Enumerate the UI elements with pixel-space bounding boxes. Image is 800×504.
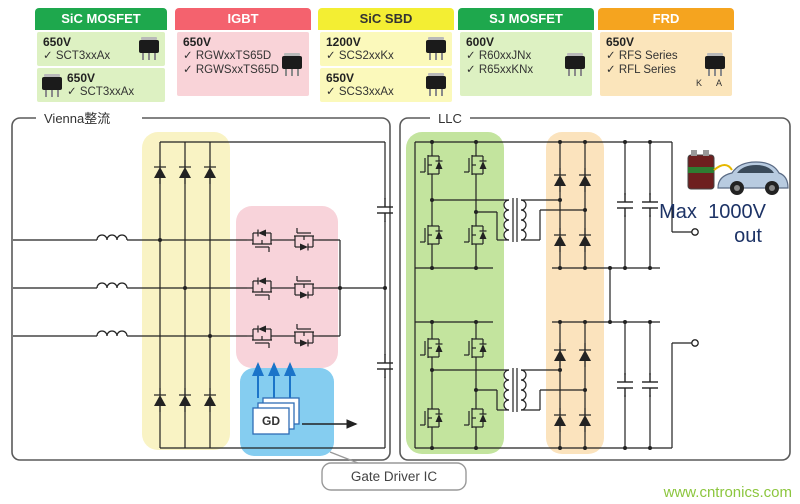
vienna-diode-region <box>142 132 230 450</box>
voltage-label: 650V <box>326 71 355 85</box>
llc-junction-dots <box>430 140 652 450</box>
package-icon <box>426 73 446 96</box>
card-title-frd: FRD <box>598 8 734 30</box>
package-icon <box>282 53 302 76</box>
llc-transformers <box>503 197 527 413</box>
output-max-label: Max <box>659 201 697 223</box>
part-number: ✓ SCS3xxAx <box>326 86 394 98</box>
output-voltage-label: 1000V <box>708 201 766 223</box>
output-rating: Max 1000V out <box>659 201 766 247</box>
voltage-label: 650V <box>183 35 212 49</box>
gate-driver-ic-label: Gate Driver IC <box>351 469 438 484</box>
voltage-label: 650V <box>606 35 635 49</box>
product-card-igbt: IGBT 650V ✓ RGWxxTS65D ✓ RGWSxxTS65D <box>175 8 311 98</box>
llc-rectifier-region <box>546 132 604 454</box>
card-row: 650V ✓ RGWxxTS65D ✓ RGWSxxTS65D <box>177 32 309 96</box>
gd-label: GD <box>262 414 280 428</box>
product-card-sic-sbd: SiC SBD 1200V ✓ SCS2xxKx 650V ✓ SCS3xxAx <box>318 8 454 104</box>
product-card-sic-mosfet: SiC MOSFET 650V ✓ SCT3xxAx 650V ✓ SCT3xx… <box>35 8 167 104</box>
gate-driver-ic-stack: GD <box>252 397 300 435</box>
package-icon <box>139 37 159 60</box>
card-title-sic-mosfet: SiC MOSFET <box>35 8 167 30</box>
vienna-block-border <box>11 117 391 461</box>
part-number: ✓ RFS Series <box>606 50 678 62</box>
card-row: 600V ✓ R60xxJNx ✓ R65xxKNx <box>460 32 592 96</box>
package-icon <box>705 53 725 76</box>
output-terminals <box>691 228 699 347</box>
card-row: 650V ✓ RFS Series ✓ RFL Series K A <box>600 32 732 96</box>
product-card-frd: FRD 650V ✓ RFS Series ✓ RFL Series K A <box>598 8 734 98</box>
part-number: ✓ RGWSxxTS65D <box>183 64 279 76</box>
part-number: ✓ SCT3xxAx <box>43 50 111 62</box>
card-title-igbt: IGBT <box>175 8 311 30</box>
part-number: ✓ RFL Series <box>606 64 676 76</box>
output-out-label: out <box>734 225 762 247</box>
block-labels: Vienna整流 LLC <box>36 111 470 126</box>
llc-label: LLC <box>438 111 462 126</box>
pin-labels: K A <box>695 78 728 88</box>
package-icon <box>42 74 62 97</box>
gate-driver-callout: Gate Driver IC <box>321 451 467 491</box>
voltage-label: 650V <box>67 71 96 85</box>
llc-block-border <box>399 117 791 461</box>
watermark: www.cntronics.com <box>663 484 792 501</box>
voltage-label: 600V <box>466 35 495 49</box>
voltage-label: 1200V <box>326 35 361 49</box>
product-card-sj-mosfet: SJ MOSFET 600V ✓ R60xxJNx ✓ R65xxKNx <box>458 8 594 98</box>
llc-bridge-region <box>406 132 504 454</box>
voltage-label: 650V <box>43 35 72 49</box>
vienna-junction-dots <box>158 238 387 338</box>
gate-driver-arrows <box>252 362 358 429</box>
vienna-label: Vienna整流 <box>44 111 110 126</box>
part-number: ✓ SCT3xxAx <box>67 86 135 98</box>
card-title-sj-mosfet: SJ MOSFET <box>458 8 594 30</box>
part-number: ✓ SCS2xxKx <box>326 50 394 62</box>
card-row: 650V ✓ SCS3xxAx <box>320 68 452 102</box>
package-icon <box>426 37 446 60</box>
llc-output-capacitors <box>616 192 659 398</box>
charging-cable-icon <box>713 164 733 171</box>
card-row: 1200V ✓ SCS2xxKx <box>320 32 452 66</box>
card-row: 650V ✓ SCT3xxAx <box>37 32 165 66</box>
package-icon <box>565 53 585 76</box>
ev-battery-car-illustration <box>687 150 789 195</box>
vienna-switch-region <box>236 206 338 368</box>
part-number: ✓ R65xxKNx <box>466 64 534 76</box>
part-number: ✓ RGWxxTS65D <box>183 50 272 62</box>
car-icon <box>717 161 789 195</box>
vienna-inductors <box>96 234 128 337</box>
card-row: 650V ✓ SCT3xxAx <box>37 68 165 102</box>
card-title-sic-sbd: SiC SBD <box>318 8 454 30</box>
part-number: ✓ R60xxJNx <box>466 50 532 62</box>
